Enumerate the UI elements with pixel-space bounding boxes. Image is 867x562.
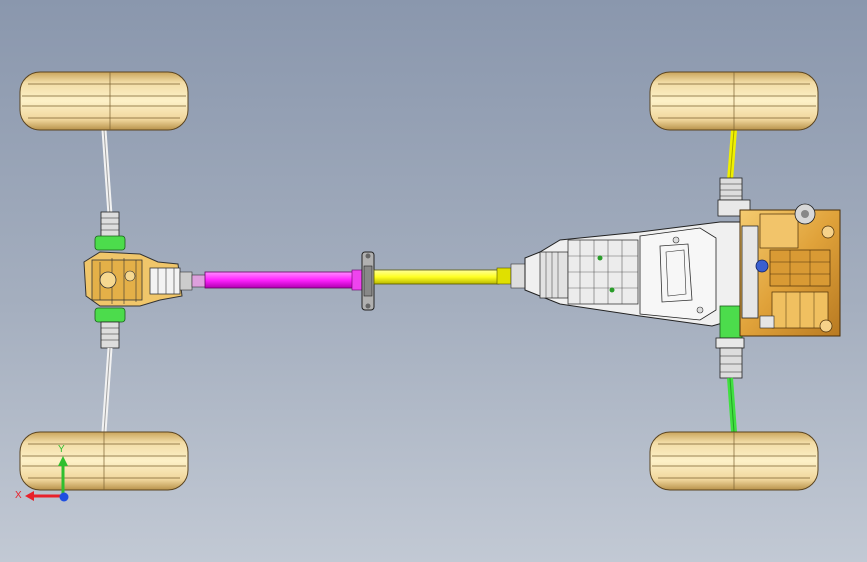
front-differential[interactable] <box>83 251 207 307</box>
wheel-rear-right[interactable] <box>649 431 819 491</box>
rear-right-halfshaft[interactable] <box>715 305 745 433</box>
center-support-bearing[interactable] <box>361 251 375 311</box>
triad-x-label: X <box>15 490 22 501</box>
transmission-case[interactable] <box>524 221 741 327</box>
front-left-halfshaft[interactable] <box>94 129 126 251</box>
engine-block[interactable] <box>739 203 841 337</box>
front-driveshaft[interactable] <box>204 269 366 291</box>
rear-left-halfshaft[interactable] <box>717 129 751 217</box>
triad-y-label: Y <box>58 444 65 455</box>
rear-driveshaft[interactable] <box>373 263 526 289</box>
wheel-front-left[interactable] <box>19 71 189 131</box>
wheel-front-right[interactable] <box>19 431 189 491</box>
coordinate-triad-icon: Y X <box>15 444 69 502</box>
front-right-halfshaft[interactable] <box>94 307 126 433</box>
wheel-rear-left[interactable] <box>649 71 819 131</box>
